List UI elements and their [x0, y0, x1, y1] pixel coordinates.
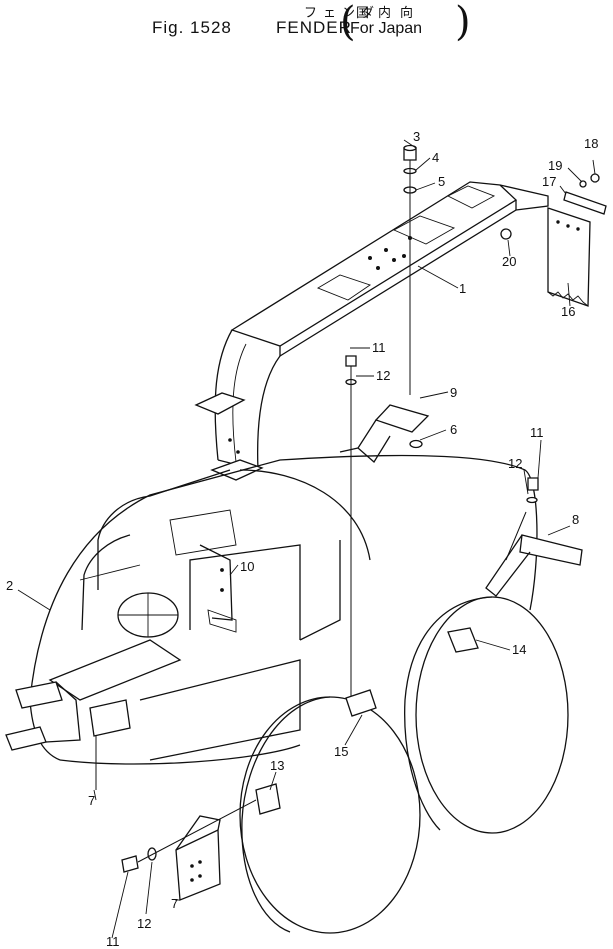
callout-12-bottom: 12 [137, 916, 151, 931]
callout-7-bottom: 7 [171, 896, 178, 911]
fender-bracket [339, 355, 430, 700]
callout-4: 4 [432, 150, 439, 165]
callout-6: 6 [450, 422, 457, 437]
vehicle-body [29, 454, 538, 765]
callout-15: 15 [334, 744, 348, 759]
front-tire [239, 696, 421, 934]
small-hardware-rear [500, 173, 600, 240]
callout-13: 13 [270, 758, 284, 773]
open-paren: ( [340, 0, 356, 45]
wheel-insert [345, 689, 377, 717]
callout-1: 1 [459, 281, 466, 296]
callout-8: 8 [572, 512, 579, 527]
callout-7-left: 7 [88, 793, 95, 808]
callout-17: 17 [542, 174, 556, 189]
callout-2: 2 [6, 578, 13, 593]
title-japanese: フェンダ [304, 5, 381, 20]
figure-header: Fig. 1528 フェンダ FENDER ( 国内向 For Japan ) [0, 0, 613, 60]
callout-11-mid: 11 [372, 340, 386, 355]
main-fender [194, 181, 549, 481]
callout-14: 14 [512, 642, 526, 657]
front-step-bracket [5, 681, 131, 790]
close-paren: ) [455, 0, 471, 45]
region-english: For Japan [350, 20, 423, 37]
callout-labels: 1 2 3 4 5 6 7 7 8 9 10 11 11 11 12 12 12… [6, 129, 598, 949]
callout-3: 3 [413, 129, 420, 144]
callout-9: 9 [450, 385, 457, 400]
callout-5: 5 [438, 174, 445, 189]
callout-11-bottom: 11 [106, 934, 120, 949]
callout-10: 10 [240, 559, 254, 574]
rear-fender-bracket [447, 477, 583, 653]
clamp-bar [563, 191, 607, 215]
figure-number: Fig. 1528 [152, 18, 232, 37]
callout-12-mid: 12 [376, 368, 390, 383]
callout-19: 19 [548, 158, 562, 173]
callout-12-right: 12 [508, 456, 522, 471]
callout-11-right: 11 [530, 425, 544, 440]
mud-flap [547, 207, 591, 307]
callout-20: 20 [502, 254, 516, 269]
lower-bracket-group [121, 783, 281, 901]
mid-bracket [199, 544, 237, 633]
rear-tire [404, 596, 569, 834]
callout-16: 16 [561, 304, 575, 319]
title-english: FENDER [276, 18, 352, 37]
bolt-stack-top [403, 144, 417, 395]
region-japanese: 国内向 [356, 5, 423, 20]
leader-lines [17, 139, 596, 939]
callout-18: 18 [584, 136, 598, 151]
